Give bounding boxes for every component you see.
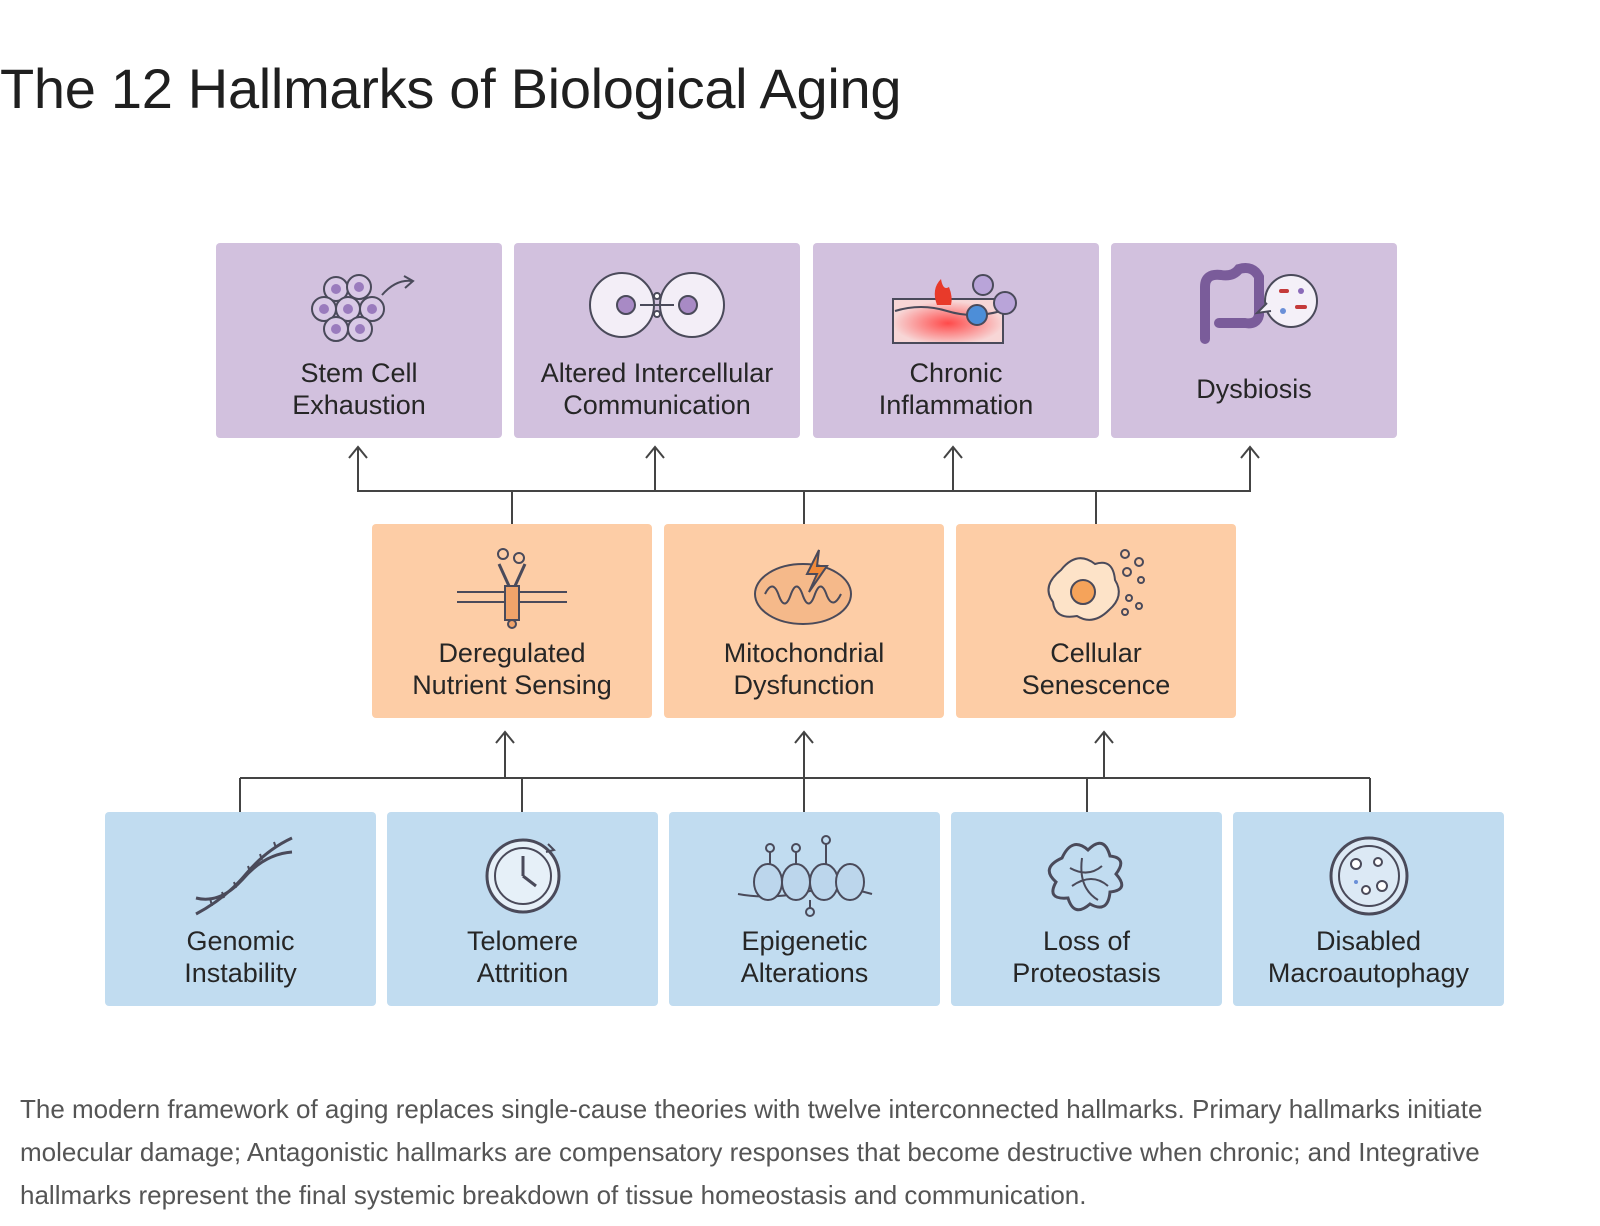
label-chronic-inflammation: Chronic Inflammation [878,357,1034,420]
senescent-cell-icon [1047,549,1145,621]
box-genomic-instability: Genomic Instability [105,812,376,1006]
box-altered-intercellular-communication: Altered Intercellular Communication [514,243,800,438]
box-epigenetic-alterations: Epigenetic Alterations [669,812,940,1006]
label-loss-of-proteostasis: Loss of Proteostasis [1012,926,1161,988]
box-stem-cell-exhaustion: Stem Cell Exhaustion [216,243,502,438]
box-cellular-senescence: Cellular Senescence [956,524,1236,718]
arrowhead-6 [794,730,814,744]
membrane-receptor-icon [457,548,567,629]
label-stem-cell-exhaustion: Stem Cell Exhaustion [292,357,426,420]
arrowhead-7 [1094,730,1114,744]
box-deregulated-nutrient-sensing: Deregulated Nutrient Sensing [372,524,652,718]
label-disabled-macroautophagy: Disabled Macroautophagy [1267,926,1470,988]
label-genomic-instability: Genomic Instability [184,926,297,988]
label-dysbiosis: Dysbiosis [1196,373,1312,404]
label-cellular-senescence: Cellular Senescence [1021,638,1171,700]
intestine-microbiome-icon [1200,263,1318,344]
dna-helix-icon [194,836,293,916]
arrowhead-5 [495,730,515,744]
box-telomere-attrition: Telomere Attrition [387,812,658,1006]
inflamed-tissue-icon [892,274,1017,344]
arrowhead-3 [943,445,963,459]
mitochondrion-lightning-icon [754,549,852,625]
cell-signaling-icon [589,272,725,338]
page-title: The 12 Hallmarks of Biological Aging [0,57,902,120]
nucleosomes-icon [737,835,872,917]
stem-cells-icon [311,274,415,342]
box-mitochondrial-dysfunction: Mitochondrial Dysfunction [664,524,944,718]
tangled-protein-icon [1047,841,1123,912]
arrowhead-4 [1240,445,1260,459]
box-dysbiosis: Dysbiosis [1111,243,1397,438]
label-deregulated-nutrient-sensing: Deregulated Nutrient Sensing [412,638,612,700]
label-altered-intercellular-communication: Altered Intercellular Communication [540,357,774,420]
label-telomere-attrition: Telomere Attrition [466,926,579,988]
clock-circle-icon [485,838,560,914]
label-epigenetic-alterations: Epigenetic Alterations [740,926,869,988]
autophagosome-icon [1329,836,1408,916]
figure-caption: The modern framework of aging replaces s… [20,1094,1483,1210]
arrowhead-1 [348,445,368,459]
box-disabled-macroautophagy: Disabled Macroautophagy [1233,812,1504,1006]
box-loss-of-proteostasis: Loss of Proteostasis [951,812,1222,1006]
arrowhead-2 [645,445,665,459]
box-chronic-inflammation: Chronic Inflammation [813,243,1099,438]
label-mitochondrial-dysfunction: Mitochondrial Dysfunction [723,638,885,700]
